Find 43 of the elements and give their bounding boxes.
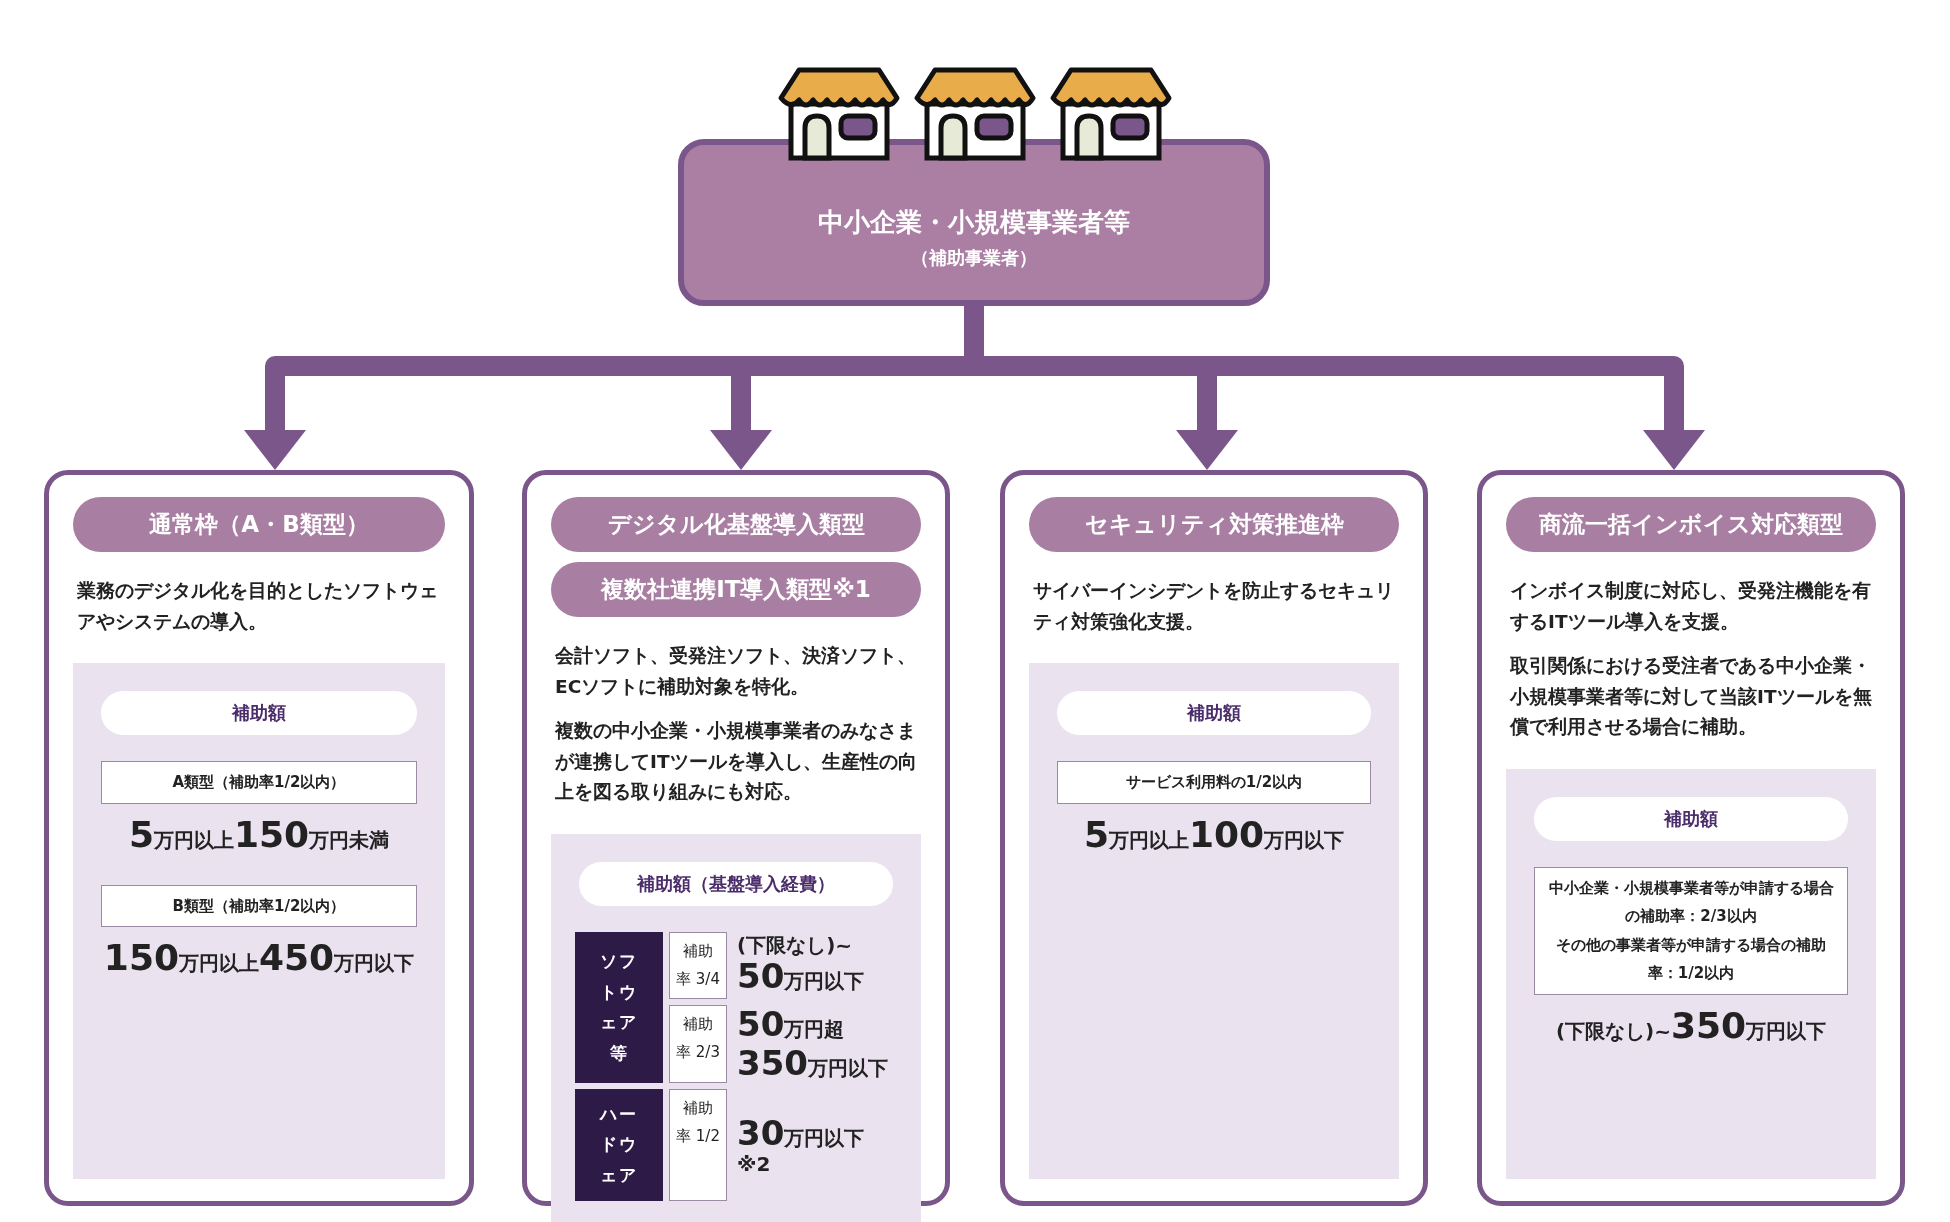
category-card (1000, 470, 1428, 1206)
amount-panel (551, 833, 921, 1222)
business-note: （補助事業者） (911, 246, 1037, 270)
description-text: 取引関係における受注者である中小企業・小規模事業者等に対して当該ITツールを無償で利用させる場合に補助。 (1510, 654, 1872, 740)
rate-box: サービス利用料の1/2以内 (1057, 761, 1371, 804)
description-text: インボイス制度に対応し、受発注機能を有するITツール導入を支援。 (1510, 579, 1872, 634)
rate-box (1534, 866, 1848, 995)
description-text: サイバーインシデントを防止するセキュリティ対策強化支援。 (1033, 579, 1395, 634)
amount-panel (1029, 663, 1399, 1179)
category-tag: 通常枠（A・B類型） (73, 497, 445, 552)
description-text: 業務のデジタル化を目的としたソフトウェアやシステムの導入。 (77, 579, 439, 634)
amount-text: 150万円以上450万円以下 (103, 937, 415, 979)
business-name: 中小企業・小規模事業者等 (818, 206, 1130, 239)
amount-panel (1506, 768, 1876, 1179)
category-tag: セキュリティ対策推進枠 (1029, 497, 1399, 552)
amount-text: 5万円以上100万円以下 (1083, 813, 1345, 855)
amount-text: (下限なし)~350万円以下 (1555, 1004, 1827, 1046)
category-tag: デジタル化基盤導入類型 (551, 497, 921, 552)
amount-text: (下限なし)~ 50万円以下 (736, 934, 866, 997)
rate-text: その他の事業者等が申請する場合の補助率：1/2以内 (1555, 934, 1827, 985)
amount-heading: 補助額 (1057, 691, 1371, 736)
business-box (678, 139, 1270, 306)
description-text: 複数の中小企業・小規模事業者のみなさまが連携してITツールを導入し、生産性の向上を図る取り組みにも対応。 (555, 719, 917, 805)
rate-cell: 補助率 2/3 (669, 1004, 727, 1083)
category-tag: 複数社連携IT導入類型※1 (551, 562, 921, 617)
amount-panel (73, 663, 445, 1179)
rate-text: 中小企業・小規模事業者等が申請する場合の補助率：2/3以内 (1547, 877, 1835, 928)
amount-heading: 補助額（基盤導入経費） (579, 861, 893, 906)
description-text: 会計ソフト、受発注ソフト、決済ソフト、ECソフトに補助対象を特化。 (555, 644, 917, 699)
expense-type-cell: ハードウェア (575, 1088, 663, 1201)
amount-text: 30万円以下※2 (736, 1113, 866, 1176)
amount-heading: 補助額 (1534, 796, 1848, 841)
rate-cell: 補助率 1/2 (669, 1088, 727, 1201)
amount-heading: 補助額 (101, 691, 417, 736)
amount-text: 50万円超 350万円以下 (736, 1004, 889, 1083)
category-card (1477, 470, 1905, 1206)
rate-box: B類型（補助率1/2以内） (101, 884, 417, 928)
expense-type-cell: ソフトウェア等 (575, 931, 663, 1083)
category-tag: 商流一括インボイス対応類型 (1506, 497, 1876, 552)
category-card (44, 470, 474, 1206)
rate-cell: 補助率 3/4 (669, 931, 727, 999)
amount-text: 5万円以上150万円未満 (128, 813, 390, 855)
rate-box: A類型（補助率1/2以内） (101, 761, 417, 804)
